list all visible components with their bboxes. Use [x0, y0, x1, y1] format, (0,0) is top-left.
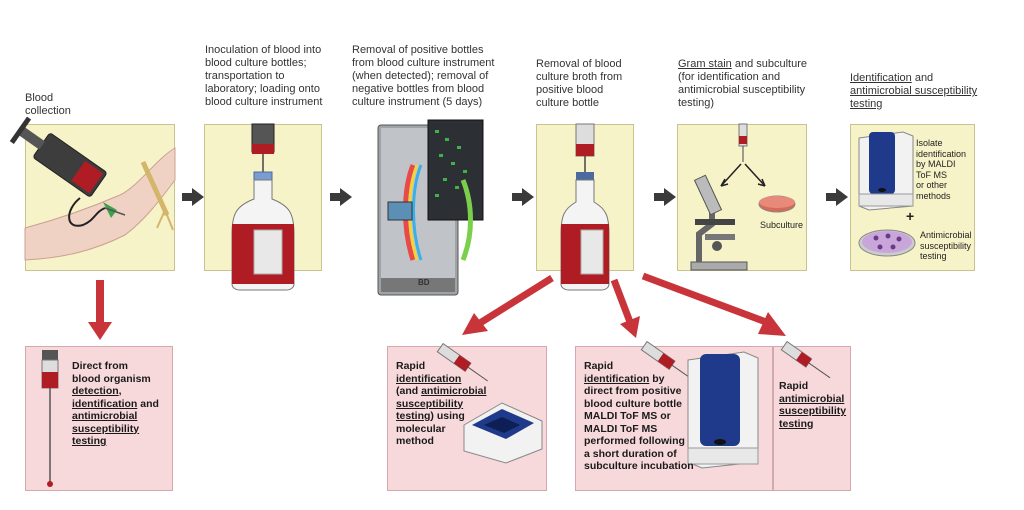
red-arrow-to-ast	[641, 272, 786, 336]
maldi-syringe-icon	[640, 340, 696, 382]
blood-collection-illustration	[9, 116, 176, 261]
stage-5-caption: Gram stain and subculture (for identific…	[678, 58, 808, 109]
molecular-instrument-icon	[463, 402, 543, 464]
plus-sign: +	[906, 208, 915, 224]
ast-syringe-icon	[780, 340, 831, 379]
red-arrow-to-molecular	[462, 275, 554, 335]
bd-logo: BD	[418, 278, 430, 287]
gram-stain-illustration	[690, 123, 796, 271]
red-arrow-to-maldi	[610, 278, 640, 338]
rapid-maldi-text: Rapid identification by direct from posi…	[584, 360, 694, 472]
inoculation-bottle-illustration	[231, 123, 295, 291]
rapid-box-molecular	[387, 346, 547, 491]
subculture-label: Subculture	[760, 220, 804, 230]
rapid-direct-text: Direct from blood organism detection, id…	[72, 360, 159, 447]
arrow-right-2	[330, 188, 352, 206]
rapid-molecular-text: Rapid identification (and antimicrobial …	[396, 360, 487, 447]
ast-plate-icon	[858, 229, 916, 257]
maldi-instrument-large	[687, 351, 759, 469]
red-arrow-down	[88, 280, 112, 340]
rapid-box-ast	[773, 346, 851, 491]
rapid-ast-text: Rapid antimicrobial susceptibility testi…	[779, 380, 847, 430]
blood-culture-instrument	[377, 119, 484, 296]
broth-removal-illustration	[560, 123, 610, 291]
maldi-instrument-small	[858, 131, 914, 211]
arrow-right-5	[826, 188, 848, 206]
arrow-right-4	[654, 188, 676, 206]
arrow-right-3	[512, 188, 534, 206]
stage-1-caption: Blood collection	[25, 92, 71, 117]
needle-syringe-icon	[41, 350, 59, 487]
microscope-icon	[690, 174, 748, 271]
arrow-right-1	[182, 188, 204, 206]
stage-6-caption: Identification and antimicrobial suscept…	[850, 72, 978, 110]
molecular-syringe-icon	[436, 342, 488, 382]
